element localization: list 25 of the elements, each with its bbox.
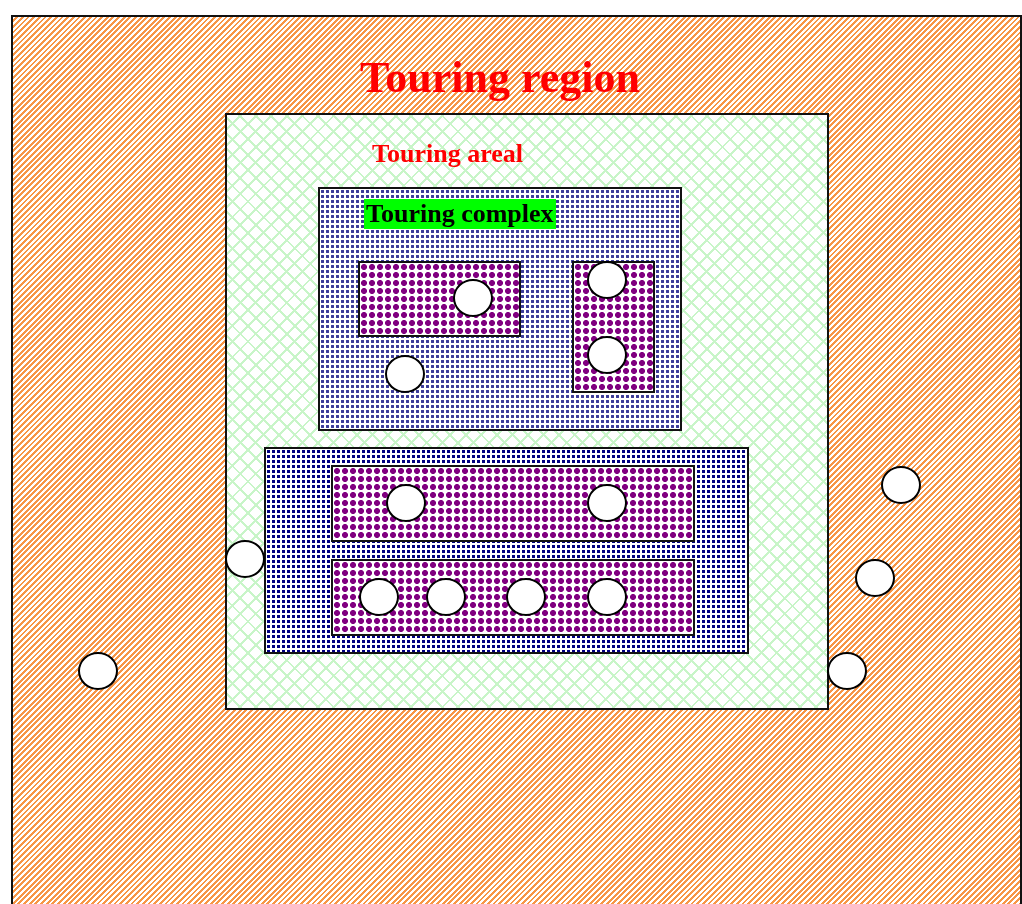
- circle-marker: [587, 261, 627, 299]
- circle-marker: [855, 559, 895, 597]
- circle-marker: [225, 540, 265, 578]
- area-heading: Touring areal: [372, 139, 523, 169]
- zone-box: [358, 261, 521, 337]
- circle-marker: [827, 652, 867, 690]
- circle-marker: [426, 578, 466, 616]
- circle-marker: [78, 652, 118, 690]
- complex-heading: Touring complex: [364, 199, 556, 229]
- circle-marker: [587, 484, 627, 522]
- zone-box: [264, 447, 749, 654]
- circle-marker: [386, 484, 426, 522]
- circle-marker: [881, 466, 921, 504]
- zone-box: [572, 261, 655, 393]
- circle-marker: [506, 578, 546, 616]
- area-box: [225, 113, 829, 710]
- circle-marker: [385, 355, 425, 393]
- zone-box: [331, 559, 695, 636]
- circle-marker: [587, 336, 627, 374]
- circle-marker: [453, 279, 493, 317]
- circle-marker: [587, 578, 627, 616]
- area-box: [318, 187, 682, 431]
- region-area: [11, 15, 1022, 904]
- circle-marker: [359, 578, 399, 616]
- zone-box: [331, 465, 695, 542]
